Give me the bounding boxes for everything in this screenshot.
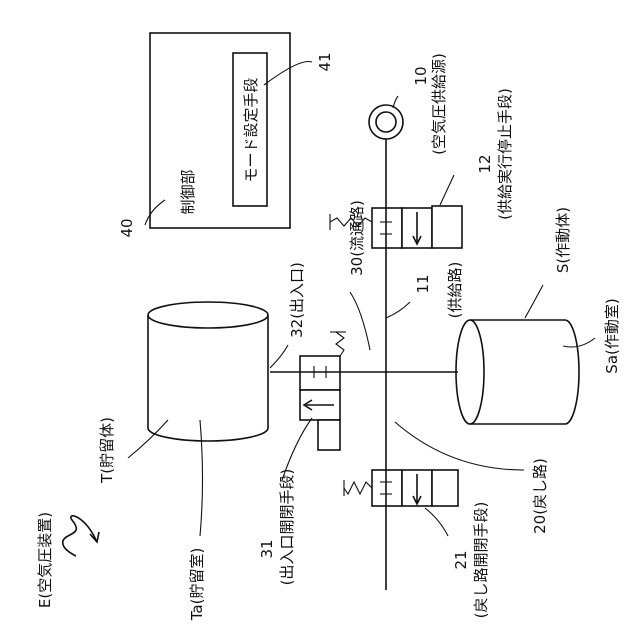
return-valve-label: (戻し路開閉手段) (472, 502, 490, 619)
storage-body-label: T(貯留体) (98, 417, 116, 484)
leader-lines (63, 61, 595, 556)
storage-body-cylinder (148, 302, 268, 441)
control-unit-box (150, 33, 290, 228)
supply-source-num: 10 (412, 66, 430, 85)
mode-setting-num: 41 (316, 52, 334, 71)
return-valve (344, 470, 458, 506)
supply-source-label: (空気圧供給源) (430, 53, 448, 155)
port-label: 32(出入口) (288, 262, 306, 338)
supply-stop-label: (供給実行停止手段) (496, 88, 514, 220)
return-valve-num: 21 (452, 550, 470, 569)
labels: 制御部 モード設定手段 41 40 10 (空気圧供給源) 12 (供給実行停止… (36, 52, 621, 621)
control-num: 40 (118, 218, 136, 237)
supply-stop-num: 12 (476, 154, 494, 173)
supply-path-label: (供給路) (446, 262, 464, 319)
device-label: E(空気圧装置) (36, 512, 54, 608)
port-valve (300, 332, 346, 450)
actuator-chamber-label: Sa(作動室) (603, 298, 621, 373)
supply-source-symbol (369, 105, 403, 139)
port-valve-label: (出入口開閉手段) (278, 469, 296, 586)
flow-path-label: 30(流通路) (348, 200, 366, 276)
storage-chamber-label: Ta(貯留室) (188, 548, 206, 622)
mode-setting-label: モード設定手段 (242, 77, 260, 182)
control-unit-label: 制御部 (179, 169, 197, 214)
return-path-label: 20(戻し路) (531, 458, 549, 534)
actuator-cylinder (456, 320, 579, 424)
actuator-label: S(作動体) (554, 207, 572, 273)
supply-path-num: 11 (414, 274, 432, 293)
port-valve-num: 31 (258, 539, 276, 558)
